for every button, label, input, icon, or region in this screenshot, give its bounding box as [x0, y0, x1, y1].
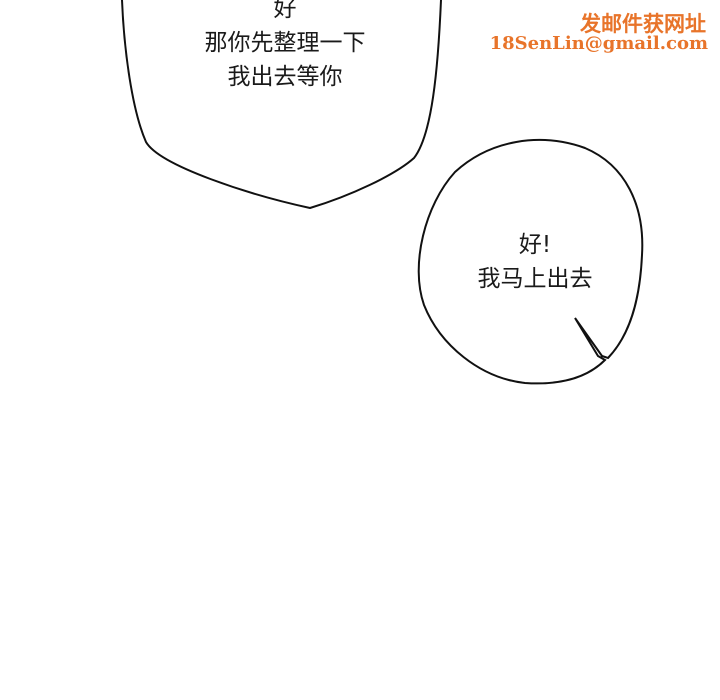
watermark-email: 18SenLin@gmail.com: [489, 33, 708, 54]
bubble-1-text: 好 那你先整理一下 我出去等你: [160, 0, 410, 94]
bubble-1-line: 那你先整理一下: [204, 30, 366, 56]
bubble-1-line: 我出去等你: [227, 64, 343, 90]
bubble-2-line: 好!: [518, 232, 552, 258]
speech-bubble-1: [121, 0, 442, 210]
bubble-1-line: 好: [273, 0, 297, 22]
bubble-2-line: 我马上出去: [477, 266, 593, 292]
watermark-title: 发邮件获网址: [580, 11, 706, 36]
bubble-2-text: 好! 我马上出去: [440, 228, 630, 296]
speech-bubble-2: [417, 139, 644, 385]
